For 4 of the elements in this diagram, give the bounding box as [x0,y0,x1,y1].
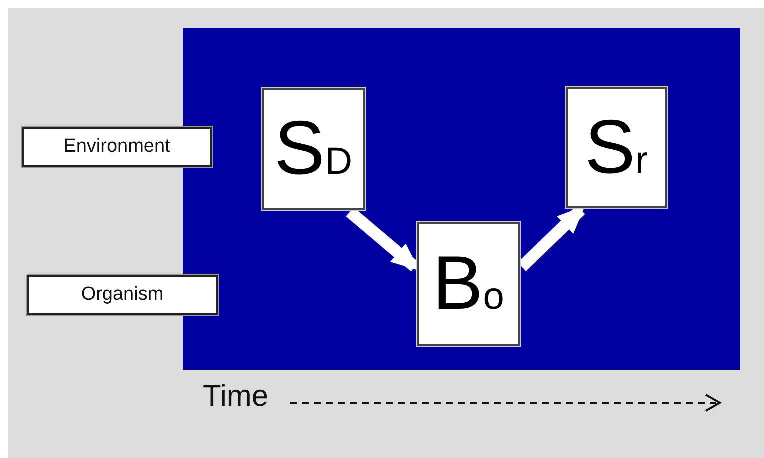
label-box: Environment [22,127,212,167]
background-panel [183,28,740,370]
axis-label: Time [203,380,269,414]
label-box: Organism [27,275,218,315]
